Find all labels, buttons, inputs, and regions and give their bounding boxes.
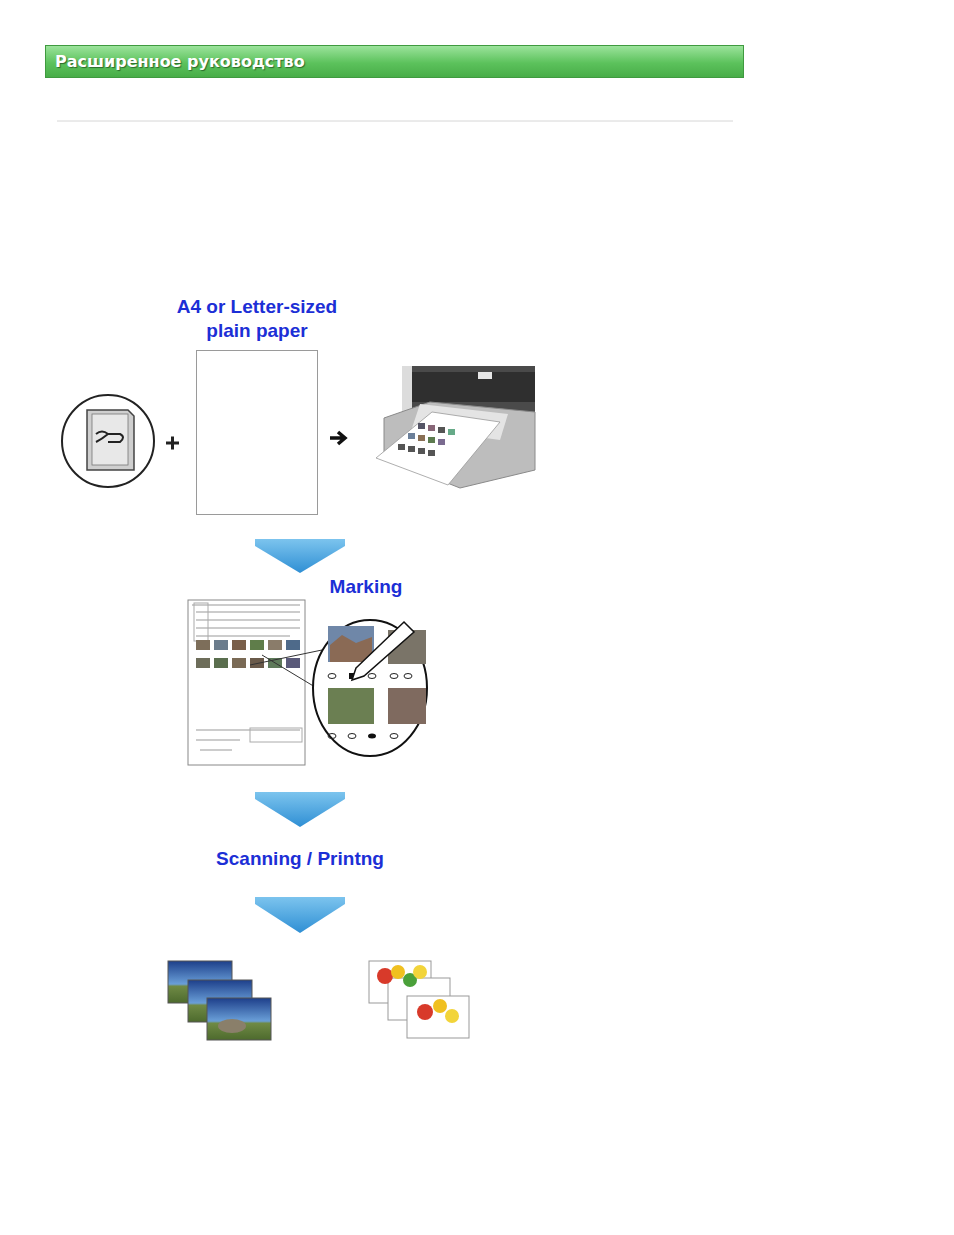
step-label: Scanning / Printng <box>180 848 420 870</box>
step-label: Marking <box>316 576 416 598</box>
index-sheet <box>188 600 322 765</box>
magnifier <box>313 620 427 756</box>
paper-heading: A4 or Letter-sized plain paper <box>176 295 338 343</box>
paper-sheet-node: A4 or Letter-sized plain paper <box>176 293 338 515</box>
plain-paper <box>196 350 318 515</box>
step-arrow <box>255 897 345 933</box>
header-band: Расширенное руководство <box>45 45 744 78</box>
photo-prints <box>168 961 469 1040</box>
sd-card <box>62 395 154 487</box>
step-arrow <box>255 792 345 827</box>
page-title: Расширенное руководство <box>55 52 305 71</box>
printer <box>376 366 535 488</box>
step-arrow <box>255 539 345 573</box>
